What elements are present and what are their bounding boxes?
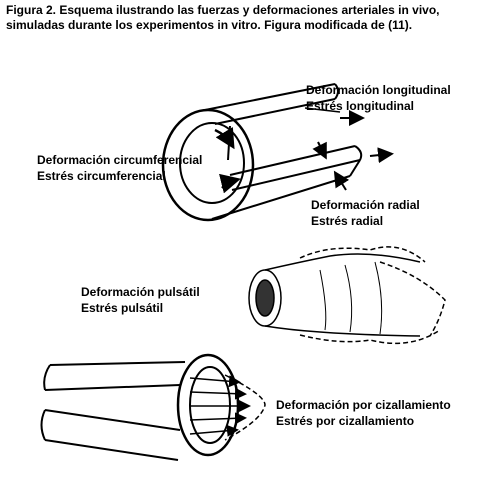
label-pulsatile-stress: Estrés pulsátil [81, 301, 164, 315]
pulsatile-tube-illustration [248, 246, 446, 345]
circumferential-arrow [214, 126, 241, 194]
longitudinal-pointer [304, 107, 341, 113]
label-circumferential-deformation: Deformación circumferencial [37, 153, 203, 167]
label-radial-stress: Estrés radial [311, 214, 384, 228]
label-shear-stress: Estrés por cizallamiento [276, 414, 415, 428]
longitudinal-arrow-2 [369, 147, 394, 164]
tube-opened-illustration [161, 83, 363, 222]
shear-flow-arrows [189, 375, 251, 437]
label-longitudinal-deformation: Deformación longitudinal [306, 83, 451, 97]
shear-tube-illustration [40, 353, 266, 461]
label-radial-deformation: Deformación radial [311, 198, 420, 212]
label-shear-deformation: Deformación por cizallamiento [276, 398, 451, 412]
label-pulsatile-deformation: Deformación pulsátil [81, 285, 200, 299]
radial-arrow [312, 141, 350, 191]
figure-caption: Figura 2. Esquema ilustrando las fuerzas… [6, 3, 440, 32]
label-circumferential-stress: Estrés circumferencial [37, 169, 166, 183]
label-longitudinal-stress: Estrés longitudinal [306, 99, 415, 113]
